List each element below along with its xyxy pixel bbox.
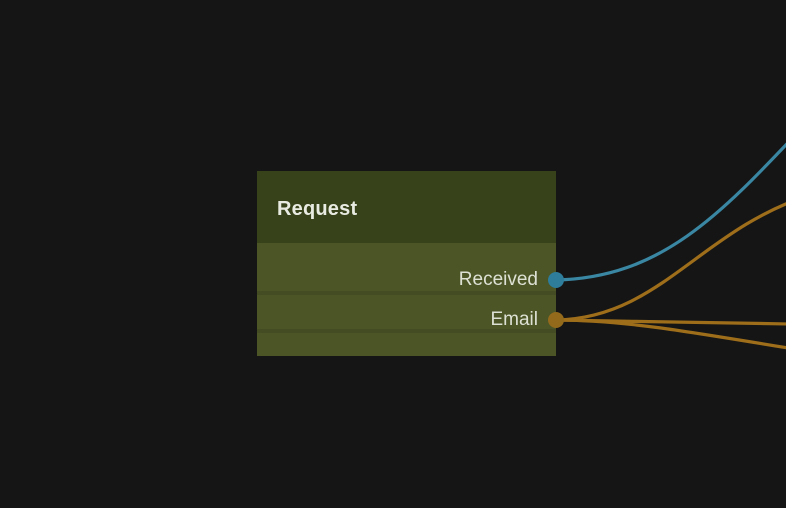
output-label-email: Email [490,309,538,330]
wire-from-email[interactable] [554,318,786,350]
wire-from-received[interactable] [554,130,786,282]
output-port-received[interactable] [548,272,564,288]
wire-from-email[interactable] [554,195,786,322]
node-request[interactable]: Request Received Email [257,171,564,356]
node-request-body: Received Email [257,243,564,356]
output-label-received: Received [458,269,538,290]
node-title: Request [277,197,358,220]
output-port-email[interactable] [548,312,564,328]
node-request-header[interactable]: Request [257,171,556,243]
output-row-received: Received [257,260,564,300]
output-row-email: Email [257,300,564,340]
